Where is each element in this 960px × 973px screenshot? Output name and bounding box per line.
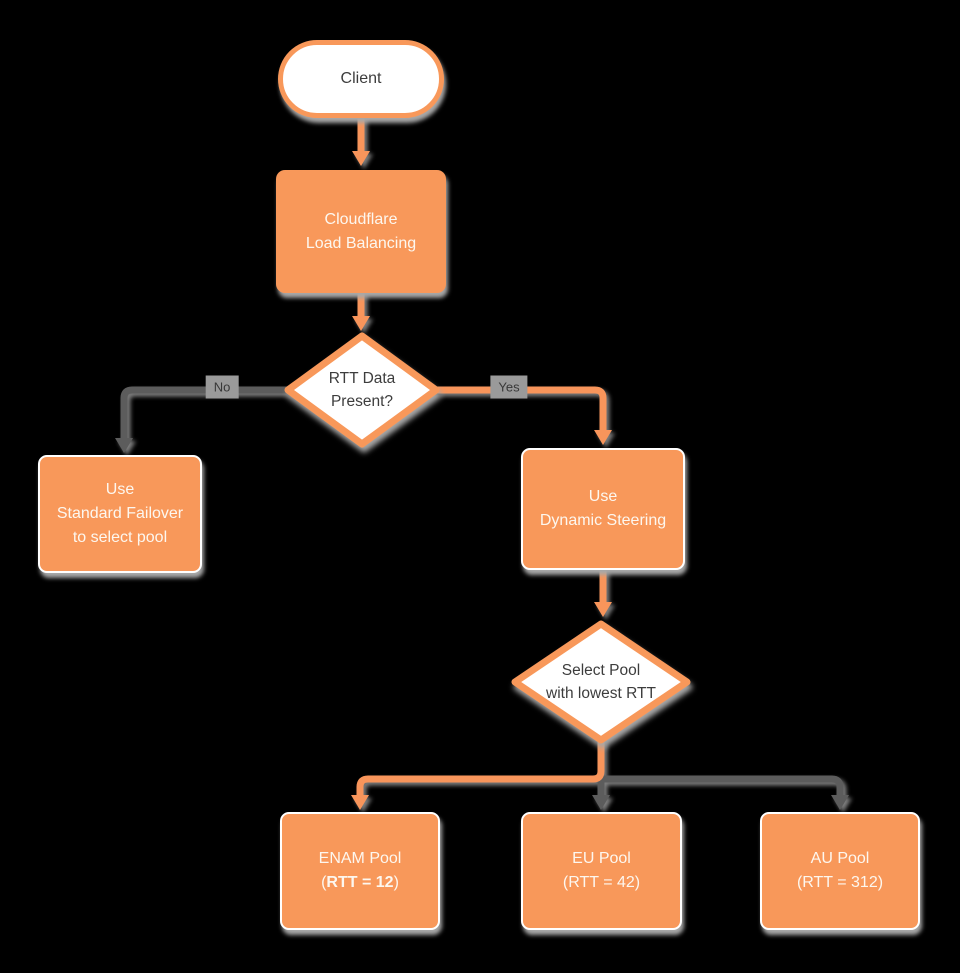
- enam-rtt-value: RTT = 12: [326, 874, 394, 891]
- node-select-pool-decision: Select Pool with lowest RTT: [511, 620, 691, 744]
- cloudflare-line2: Load Balancing: [305, 234, 417, 252]
- connector-select-to-enam: [351, 740, 605, 810]
- node-au-pool: AU Pool (RTT = 312): [760, 812, 920, 930]
- connector-dynamic-to-select: [594, 568, 612, 617]
- eu-line1: EU Pool: [572, 850, 631, 867]
- connector-lb-to-rtt-decision: [352, 291, 370, 331]
- node-enam-pool: ENAM Pool (RTT = 12): [280, 812, 440, 930]
- decision-diamond-shape: [511, 620, 691, 744]
- rtt-decision-line2: Present?: [330, 393, 394, 410]
- connector-rtt-no-branch: [115, 386, 288, 453]
- cloudflare-line1: Cloudflare: [324, 210, 398, 228]
- connector-rtt-yes-branch: [436, 386, 612, 445]
- node-eu-pool: EU Pool (RTT = 42): [521, 812, 682, 930]
- arrowhead-down-icon: [594, 602, 612, 617]
- rtt-decision-label: RTT Data Present?: [329, 367, 396, 414]
- select-pool-label: Select Pool with lowest RTT: [546, 659, 656, 706]
- enam-line2: (RTT = 12): [319, 871, 402, 895]
- dynamic-line1: Use: [588, 488, 618, 505]
- eu-pool-label: EU Pool (RTT = 42): [563, 847, 640, 895]
- select-pool-line2: with lowest RTT: [546, 685, 656, 702]
- au-line1: AU Pool: [810, 850, 870, 867]
- arrowhead-down-icon: [592, 795, 610, 810]
- dynamic-line2: Dynamic Steering: [539, 512, 667, 529]
- standard-failover-label: Use Standard Failover to select pool: [57, 478, 183, 550]
- arrowhead-down-icon: [352, 316, 370, 331]
- enam-paren-close: ): [393, 874, 399, 891]
- enam-paren-open: (: [321, 874, 327, 891]
- node-standard-failover: Use Standard Failover to select pool: [38, 455, 202, 573]
- connector-select-to-eu-au: [592, 775, 849, 810]
- node-dynamic-steering: Use Dynamic Steering: [521, 448, 685, 570]
- connector-client-to-lb: [352, 114, 370, 166]
- arrowhead-down-icon: [115, 438, 133, 453]
- enam-line1: ENAM Pool: [318, 850, 402, 867]
- rtt-decision-line1: RTT Data: [328, 369, 396, 387]
- select-pool-line1: Select Pool: [561, 661, 641, 679]
- arrowhead-down-icon: [831, 795, 849, 810]
- decision-diamond-shape: [284, 332, 440, 448]
- arrowhead-down-icon: [352, 151, 370, 166]
- enam-pool-label: ENAM Pool (RTT = 12): [319, 847, 402, 895]
- node-rtt-decision: RTT Data Present?: [284, 332, 440, 448]
- arrowhead-down-icon: [351, 795, 369, 810]
- edge-label-yes: Yes: [490, 375, 528, 399]
- failover-line2: Standard Failover: [56, 505, 184, 522]
- failover-line3: to select pool: [72, 529, 168, 546]
- arrowhead-down-icon: [594, 430, 612, 445]
- eu-line2: (RTT = 42): [562, 874, 641, 891]
- dynamic-steering-label: Use Dynamic Steering: [540, 485, 666, 533]
- failover-line1: Use: [105, 481, 135, 498]
- node-cloudflare-label: Cloudflare Load Balancing: [306, 208, 416, 256]
- edge-label-no: No: [205, 375, 239, 399]
- node-client-label: Client: [340, 70, 382, 87]
- au-line2: (RTT = 312): [796, 874, 884, 891]
- node-client: Client: [278, 40, 444, 118]
- node-cloudflare-load-balancing: Cloudflare Load Balancing: [276, 170, 446, 293]
- au-pool-label: AU Pool (RTT = 312): [797, 847, 883, 895]
